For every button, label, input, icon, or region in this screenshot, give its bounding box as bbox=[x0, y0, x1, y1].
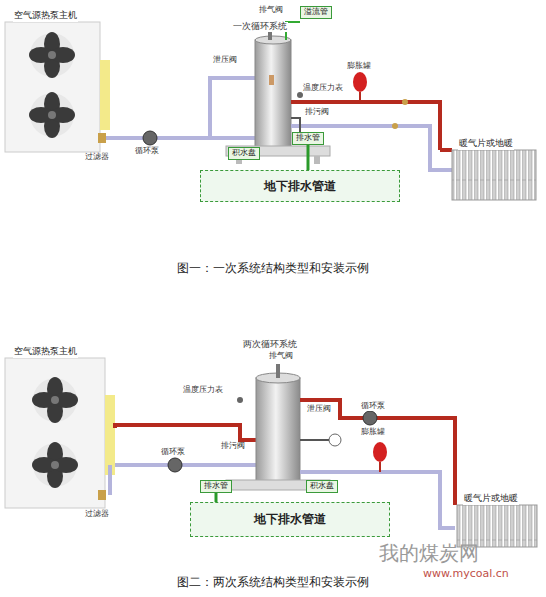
figure-caption: 图二：两次系统结构类型和安装示例 bbox=[176, 576, 370, 589]
part-label: 过滤器 bbox=[84, 510, 110, 519]
part-label: 泄压阀 bbox=[212, 56, 238, 65]
part-label: 两次循环系统 bbox=[242, 340, 298, 350]
part-label: 循环泵 bbox=[360, 402, 386, 411]
radiator: 暖气片或地暖 bbox=[457, 505, 537, 547]
figure-two bbox=[5, 358, 537, 547]
tag-label: 积水盘 bbox=[232, 148, 256, 157]
pipe-tag-box: 溢流管 bbox=[300, 6, 332, 19]
drain-channel: 地下排水管道 bbox=[190, 502, 390, 537]
pipe-tag-box: 积水盘 bbox=[228, 147, 260, 160]
pipe-tag-box: 排水管 bbox=[200, 480, 232, 493]
tag-label: 溢流管 bbox=[304, 7, 328, 16]
figure-caption: 图一：一次系统结构类型和安装示例 bbox=[176, 262, 370, 275]
drain-pipe bbox=[215, 493, 218, 502]
watermark: 我的煤炭网 bbox=[378, 542, 480, 564]
radiator: 暖气片或地暖 bbox=[452, 150, 536, 200]
part-label: 温度压力表 bbox=[302, 84, 344, 93]
part-label: 过滤器 bbox=[84, 153, 110, 162]
pipe-tag-box: 积水盘 bbox=[306, 480, 338, 493]
part-label: 一次循环系统 bbox=[232, 22, 288, 32]
part-label: 泄压阀 bbox=[306, 405, 332, 414]
channel-label: 地下排水管道 bbox=[254, 511, 326, 528]
part-label: 排气阀 bbox=[258, 6, 284, 15]
part-heading: 暖气片或地暖 bbox=[463, 492, 519, 505]
part-label: 温度压力表 bbox=[182, 386, 224, 395]
part-label: 循环泵 bbox=[134, 147, 160, 156]
part-label: 排污阀 bbox=[304, 108, 330, 117]
watermark: www.mycoal.cn bbox=[422, 568, 510, 580]
part-heading: 空气源热泵主机 bbox=[13, 345, 78, 358]
drain-channel: 地下排水管道 bbox=[200, 170, 400, 202]
part-heading: 空气源热泵主机 bbox=[13, 9, 78, 22]
tag-label: 排水管 bbox=[296, 133, 320, 142]
tag-label: 积水盘 bbox=[310, 481, 334, 490]
channel-label: 地下排水管道 bbox=[264, 178, 336, 195]
part-label: 膨胀罐 bbox=[346, 62, 372, 71]
pipe-tag-box: 排水管 bbox=[292, 132, 324, 145]
part-heading: 暖气片或地暖 bbox=[458, 137, 514, 150]
part-label: 排污阀 bbox=[220, 442, 246, 451]
part-label: 膨胀罐 bbox=[360, 428, 386, 437]
part-label: 循环泵 bbox=[160, 448, 186, 457]
drain-pipe bbox=[307, 145, 310, 170]
tag-label: 排水管 bbox=[204, 481, 228, 490]
part-label: 排气阀 bbox=[268, 352, 294, 361]
heat-pump-unit: 空气源热泵主机 bbox=[5, 358, 105, 508]
heat-pump-unit: 空气源热泵主机 bbox=[5, 22, 100, 152]
